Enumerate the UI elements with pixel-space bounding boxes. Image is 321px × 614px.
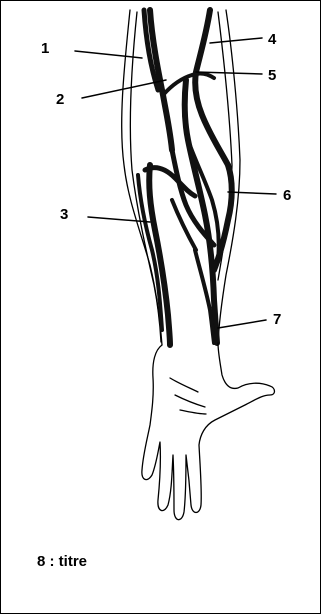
label-1: 1 — [41, 40, 49, 57]
label-3: 3 — [60, 206, 68, 223]
vein-basilic-right — [195, 10, 228, 165]
leader-line-1 — [75, 51, 142, 58]
label-6: 6 — [283, 187, 291, 204]
hand-outline — [142, 343, 275, 520]
label-7: 7 — [273, 311, 281, 328]
label-5: 5 — [268, 67, 276, 84]
leader-line-6 — [228, 192, 276, 194]
label-4: 4 — [268, 31, 277, 48]
leader-line-4 — [210, 38, 262, 43]
palm-crease-2 — [175, 395, 205, 407]
palm-crease-1 — [170, 378, 198, 392]
label-2: 2 — [56, 91, 64, 108]
palm-crease-3 — [180, 410, 206, 414]
figure-title: 8 : titre — [37, 553, 87, 570]
leader-line-7 — [218, 320, 266, 328]
leader-line-2 — [82, 80, 166, 98]
vein-branch-mid-left — [172, 200, 196, 250]
